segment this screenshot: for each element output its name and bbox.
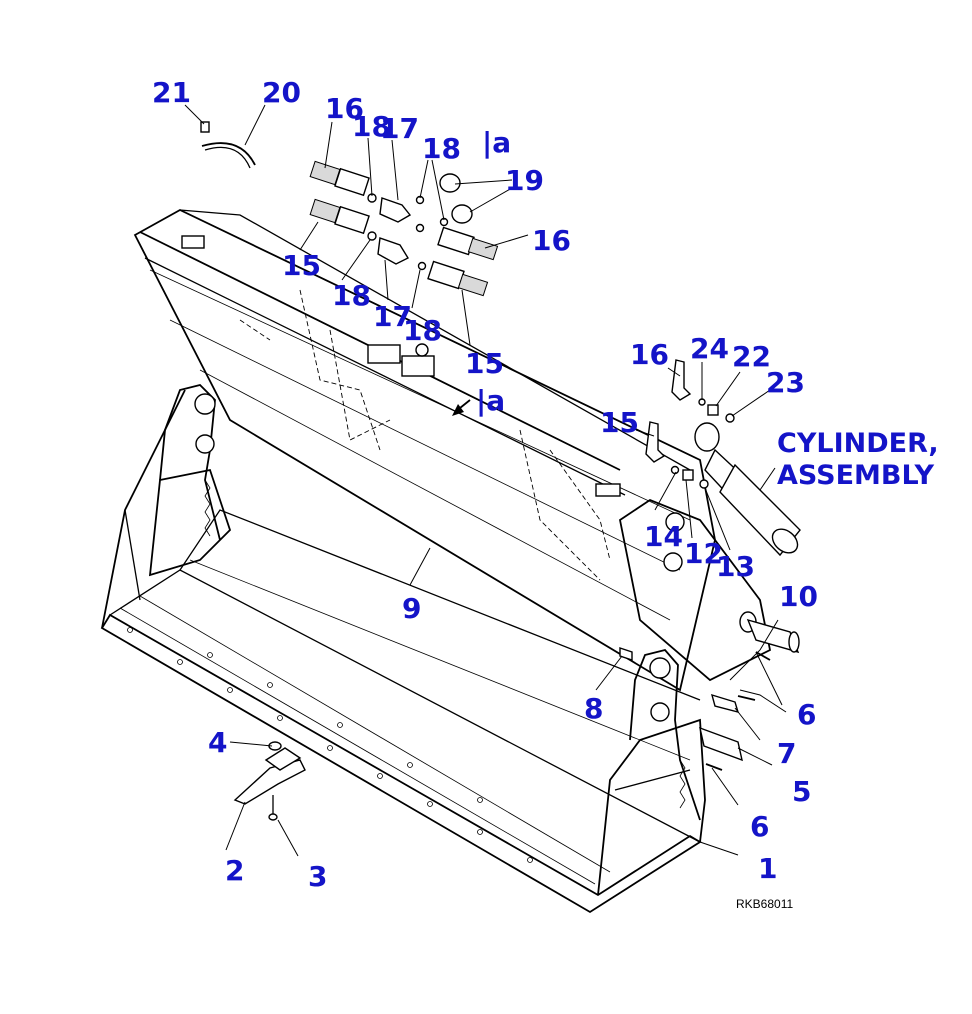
callout-a-port: |a bbox=[476, 384, 505, 417]
cover-and-bolt bbox=[200, 121, 256, 169]
callout-18: 18 bbox=[422, 132, 461, 165]
callout-assembly: ASSEMBLY bbox=[777, 460, 934, 491]
callout-cylinder: CYLINDER, bbox=[777, 428, 939, 459]
callout-15: 15 bbox=[282, 249, 321, 282]
callout-12: 12 bbox=[684, 537, 723, 570]
callout-5: 5 bbox=[792, 775, 811, 808]
callout-20: 20 bbox=[262, 76, 301, 109]
callout-18: 18 bbox=[332, 279, 371, 312]
callout-7: 7 bbox=[777, 737, 796, 770]
callout-labels: 21 20 16 18 17 18 |a 19 15 16 18 17 18 1… bbox=[152, 76, 939, 893]
callout-14: 14 bbox=[644, 520, 683, 553]
callout-16: 16 bbox=[532, 224, 571, 257]
callout-9: 9 bbox=[402, 592, 421, 625]
callout-22: 22 bbox=[732, 340, 771, 373]
callout-15: 15 bbox=[600, 406, 639, 439]
callout-a-top: |a bbox=[482, 126, 511, 159]
callout-16: 16 bbox=[325, 92, 364, 125]
callout-2: 2 bbox=[225, 854, 244, 887]
pins-and-keepers bbox=[619, 618, 800, 771]
callout-17: 17 bbox=[380, 112, 419, 145]
left-hinge-bracket bbox=[159, 384, 221, 541]
bucket-body bbox=[100, 208, 772, 914]
tooth-assembly bbox=[233, 741, 306, 821]
cylinder-fittings bbox=[645, 359, 735, 489]
callout-24: 24 bbox=[690, 332, 729, 365]
callout-6: 6 bbox=[797, 698, 816, 731]
callout-6: 6 bbox=[750, 810, 769, 843]
callout-10: 10 bbox=[779, 580, 818, 613]
edge-bolt-holes bbox=[127, 627, 533, 863]
callout-13: 13 bbox=[716, 550, 755, 583]
callout-8: 8 bbox=[584, 692, 603, 725]
callout-15: 15 bbox=[465, 347, 504, 380]
callout-4: 4 bbox=[208, 726, 227, 759]
callout-23: 23 bbox=[766, 366, 805, 399]
callout-16: 16 bbox=[630, 338, 669, 371]
callout-17: 17 bbox=[373, 300, 412, 333]
callout-18: 18 bbox=[352, 110, 391, 143]
callout-21: 21 bbox=[152, 76, 191, 109]
callout-19: 19 bbox=[505, 164, 544, 197]
leader-lines bbox=[184, 104, 787, 857]
callout-3: 3 bbox=[308, 860, 327, 893]
hydraulic-fittings-upper bbox=[309, 160, 499, 416]
callout-18: 18 bbox=[403, 314, 442, 347]
hydraulic-cylinder bbox=[694, 422, 801, 557]
right-hinge-bracket bbox=[629, 648, 701, 821]
drawing-reference-number: RKB68011 bbox=[736, 897, 793, 911]
callout-1: 1 bbox=[758, 852, 777, 885]
